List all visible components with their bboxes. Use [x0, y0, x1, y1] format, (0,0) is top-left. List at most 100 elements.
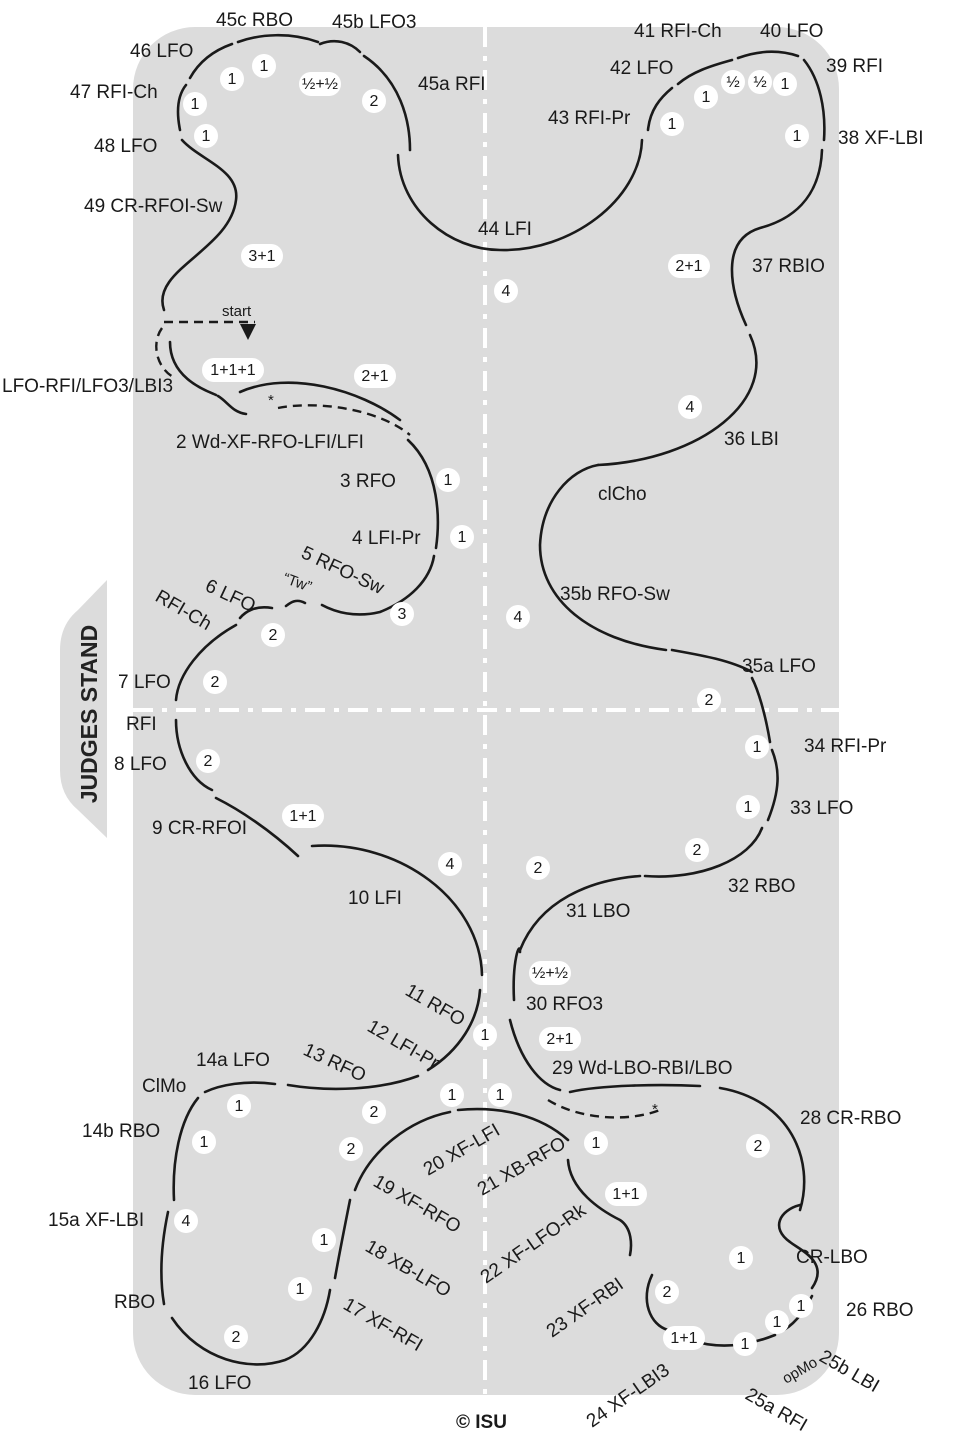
beat-bubble-shape — [660, 112, 684, 136]
beat-count: 4 — [446, 856, 455, 873]
copyright: © ISU — [456, 1412, 507, 1433]
beat-bubble-shape — [220, 67, 244, 91]
beat-bubble-shape — [299, 72, 341, 96]
beat-bubble: 2 — [362, 89, 386, 113]
step-label: 37 RBIO — [752, 256, 825, 277]
step-label: 47 RFI-Ch — [70, 82, 158, 103]
beat-count: 1 — [200, 1134, 209, 1151]
beat-bubble-shape — [261, 623, 285, 647]
beat-bubble: 2+1 — [668, 254, 710, 278]
beat-bubble-shape — [736, 795, 760, 819]
beat-bubble: 1 — [436, 468, 460, 492]
beat-bubble-shape — [663, 1326, 705, 1350]
beat-count: 3 — [398, 606, 407, 623]
beat-bubble-shape — [494, 279, 518, 303]
beat-count: 1 — [773, 1314, 782, 1331]
beat-bubble: 1 — [745, 735, 769, 759]
beat-count: 1 — [235, 1098, 244, 1115]
step-label: 33 LFO — [790, 798, 853, 819]
beat-bubble-shape — [224, 1325, 248, 1349]
beat-bubble-shape — [354, 364, 396, 388]
step-label: ClMo — [142, 1076, 186, 1097]
step-label: 8 LFO — [114, 754, 167, 775]
beat-count: 1 — [496, 1087, 505, 1104]
step-label: 49 CR-RFOI-Sw — [84, 196, 223, 217]
beat-count: 2 — [370, 93, 379, 110]
beat-bubble: 1 — [694, 85, 718, 109]
beat-bubble: 1 — [312, 1228, 336, 1252]
beat-bubble: 1+1+1 — [202, 358, 264, 382]
beat-bubble-shape — [694, 85, 718, 109]
step-label: 38 XF-LBI — [838, 128, 924, 149]
beat-count: 2+1 — [361, 368, 388, 385]
beat-bubble: 1 — [773, 72, 797, 96]
beat-bubble: 2 — [685, 838, 709, 862]
beat-count: 1 — [781, 76, 790, 93]
step-label: 10 LFI — [348, 888, 402, 909]
beat-bubble-shape — [440, 1083, 464, 1107]
beat-bubble-shape — [362, 1100, 386, 1124]
beat-bubble: 1 — [194, 124, 218, 148]
beat-bubble-shape — [282, 804, 324, 828]
beat-count: 1 — [702, 89, 711, 106]
beat-count: 1 — [296, 1281, 305, 1298]
beat-bubble-shape — [174, 1209, 198, 1233]
beat-count: 2 — [663, 1284, 672, 1301]
beat-count: 2+1 — [546, 1031, 573, 1048]
beat-count: 1 — [797, 1298, 806, 1315]
beat-bubble-shape — [678, 395, 702, 419]
pattern-curves — [155, 33, 826, 1366]
beat-count: 4 — [686, 399, 695, 416]
beat-bubble-shape — [252, 54, 276, 78]
beat-bubble: 1 — [220, 67, 244, 91]
beat-bubble-shape — [773, 72, 797, 96]
step-label: 43 RFI-Pr — [548, 108, 631, 129]
beat-bubble-shape — [194, 124, 218, 148]
beat-bubble: 4 — [494, 279, 518, 303]
beat-bubble-shape — [488, 1083, 512, 1107]
beat-count: 1 — [737, 1250, 746, 1267]
beat-bubble: 1 — [660, 112, 684, 136]
beat-bubble-shape — [539, 1027, 581, 1051]
beat-bubble: 1 — [736, 795, 760, 819]
start-arrow-icon — [240, 324, 256, 340]
beat-count: 1+1 — [612, 1186, 639, 1203]
beat-bubble: 2 — [339, 1137, 363, 1161]
asterisk: * — [268, 392, 274, 409]
beat-bubble: 1 — [227, 1094, 251, 1118]
step-label: 48 LFO — [94, 136, 157, 157]
start-label: start — [222, 303, 252, 320]
beat-count: 1 — [444, 472, 453, 489]
beat-bubble-shape — [241, 244, 283, 268]
beat-bubble: 4 — [678, 395, 702, 419]
beat-count: ½ — [726, 74, 739, 91]
beat-bubble-shape — [745, 735, 769, 759]
beat-count: 1 — [668, 116, 677, 133]
beat-bubble: 1 — [183, 92, 207, 116]
beat-count: 2 — [534, 860, 543, 877]
beat-count: 2 — [370, 1104, 379, 1121]
beat-count: 1 — [320, 1232, 329, 1249]
step-label: LFO-RFI/LFO3/LBI3 — [2, 376, 173, 397]
asterisk: * — [652, 1101, 658, 1118]
beat-count: 2 — [269, 627, 278, 644]
beat-count: 1 — [592, 1135, 601, 1152]
beat-bubble-shape — [436, 468, 460, 492]
step-label: 35a LFO — [742, 656, 816, 677]
beat-bubble-shape — [506, 605, 530, 629]
beat-bubble: 2 — [655, 1280, 679, 1304]
beat-bubble: 1 — [192, 1130, 216, 1154]
beat-bubble: 2 — [196, 749, 220, 773]
step-label: 42 LFO — [610, 58, 673, 79]
beat-count: 1 — [228, 71, 237, 88]
beat-count: 2 — [693, 842, 702, 859]
beat-bubble-shape — [668, 254, 710, 278]
step-label: 34 RFI-Pr — [804, 736, 887, 757]
step-label: CR-LBO — [796, 1247, 868, 1268]
beat-bubble: 1 — [729, 1246, 753, 1270]
beat-bubble: 1+1 — [282, 804, 324, 828]
beat-bubble: 4 — [438, 852, 462, 876]
beat-bubble-shape — [438, 852, 462, 876]
